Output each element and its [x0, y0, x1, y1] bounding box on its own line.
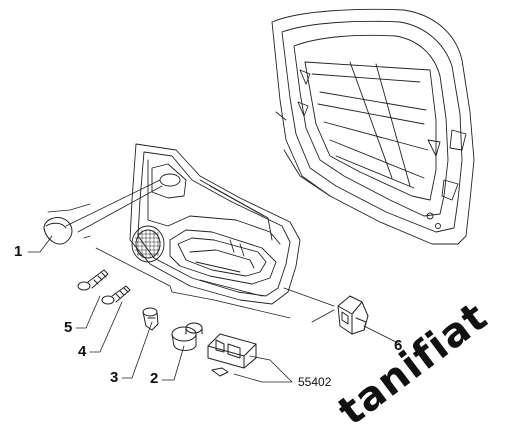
- callout-4: 4: [78, 343, 87, 360]
- armrest: [169, 229, 277, 285]
- part-6-bracket: [337, 295, 369, 335]
- leader-4: [89, 301, 123, 353]
- speaker-grille: [131, 225, 165, 263]
- part-55402-switch: [207, 333, 257, 377]
- part-5-screw: [77, 269, 109, 291]
- leader-lines: [27, 179, 401, 383]
- part-2-plug: [171, 322, 203, 351]
- exploded-parts-diagram: [27, 8, 475, 383]
- callout-3: 3: [110, 369, 119, 386]
- callout-5: 5: [64, 319, 73, 336]
- part-number-label: 55402: [298, 375, 332, 389]
- door-handle: [159, 173, 181, 187]
- callout-1: 1: [14, 243, 23, 260]
- door-frame: [271, 8, 475, 245]
- leader-3: [121, 321, 153, 379]
- callout-2: 2: [150, 370, 159, 387]
- callout-6: 6: [394, 337, 403, 354]
- leader-6: [363, 325, 401, 345]
- part-4-screw: [101, 285, 131, 305]
- door-trim-panel: [129, 143, 301, 305]
- part-1-cap: [43, 217, 73, 245]
- leader-2: [161, 345, 185, 381]
- door-handle-recess: [151, 163, 187, 199]
- leader-5: [75, 295, 101, 329]
- part-3-clip: [142, 307, 159, 331]
- leader-55402: [249, 355, 293, 383]
- leader-1: [27, 235, 53, 253]
